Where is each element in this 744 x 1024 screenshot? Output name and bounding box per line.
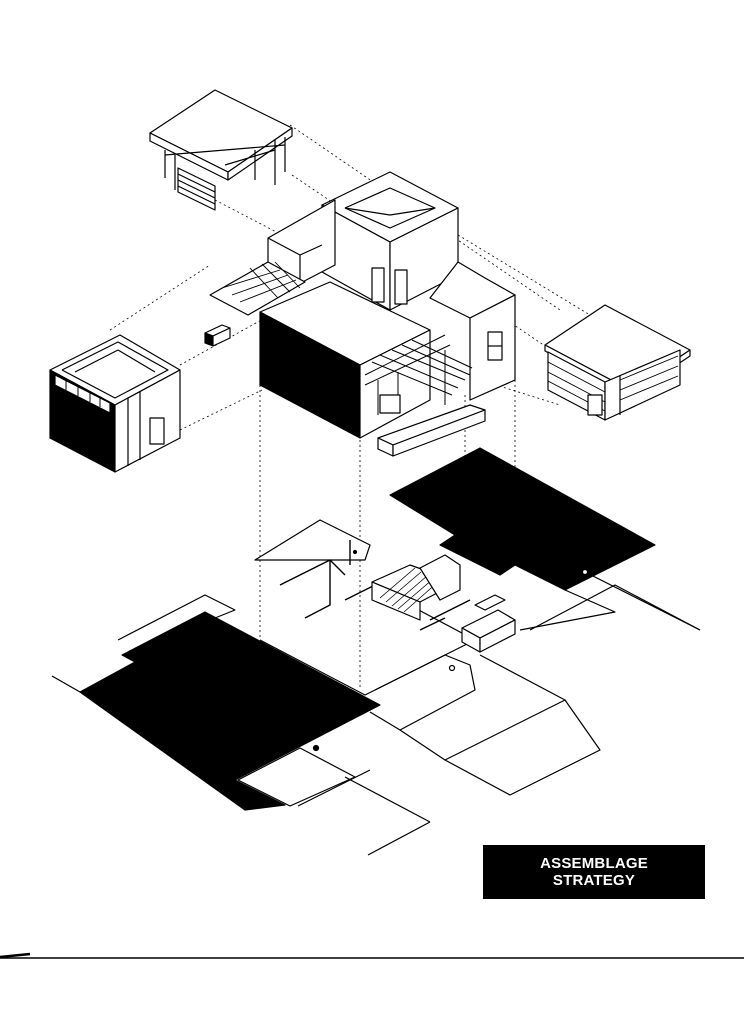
bottom-rule	[0, 952, 744, 959]
central-house-block	[204, 171, 516, 457]
title-block: ASSEMBLAGE STRATEGY	[483, 845, 705, 899]
site-plan-base	[51, 447, 701, 856]
garage-right	[544, 304, 691, 421]
title-line-2: STRATEGY	[552, 872, 636, 889]
pavilion-top-left	[149, 89, 293, 211]
cube-pavilion-left	[49, 334, 181, 473]
title-line-1: ASSEMBLAGE	[540, 855, 648, 872]
